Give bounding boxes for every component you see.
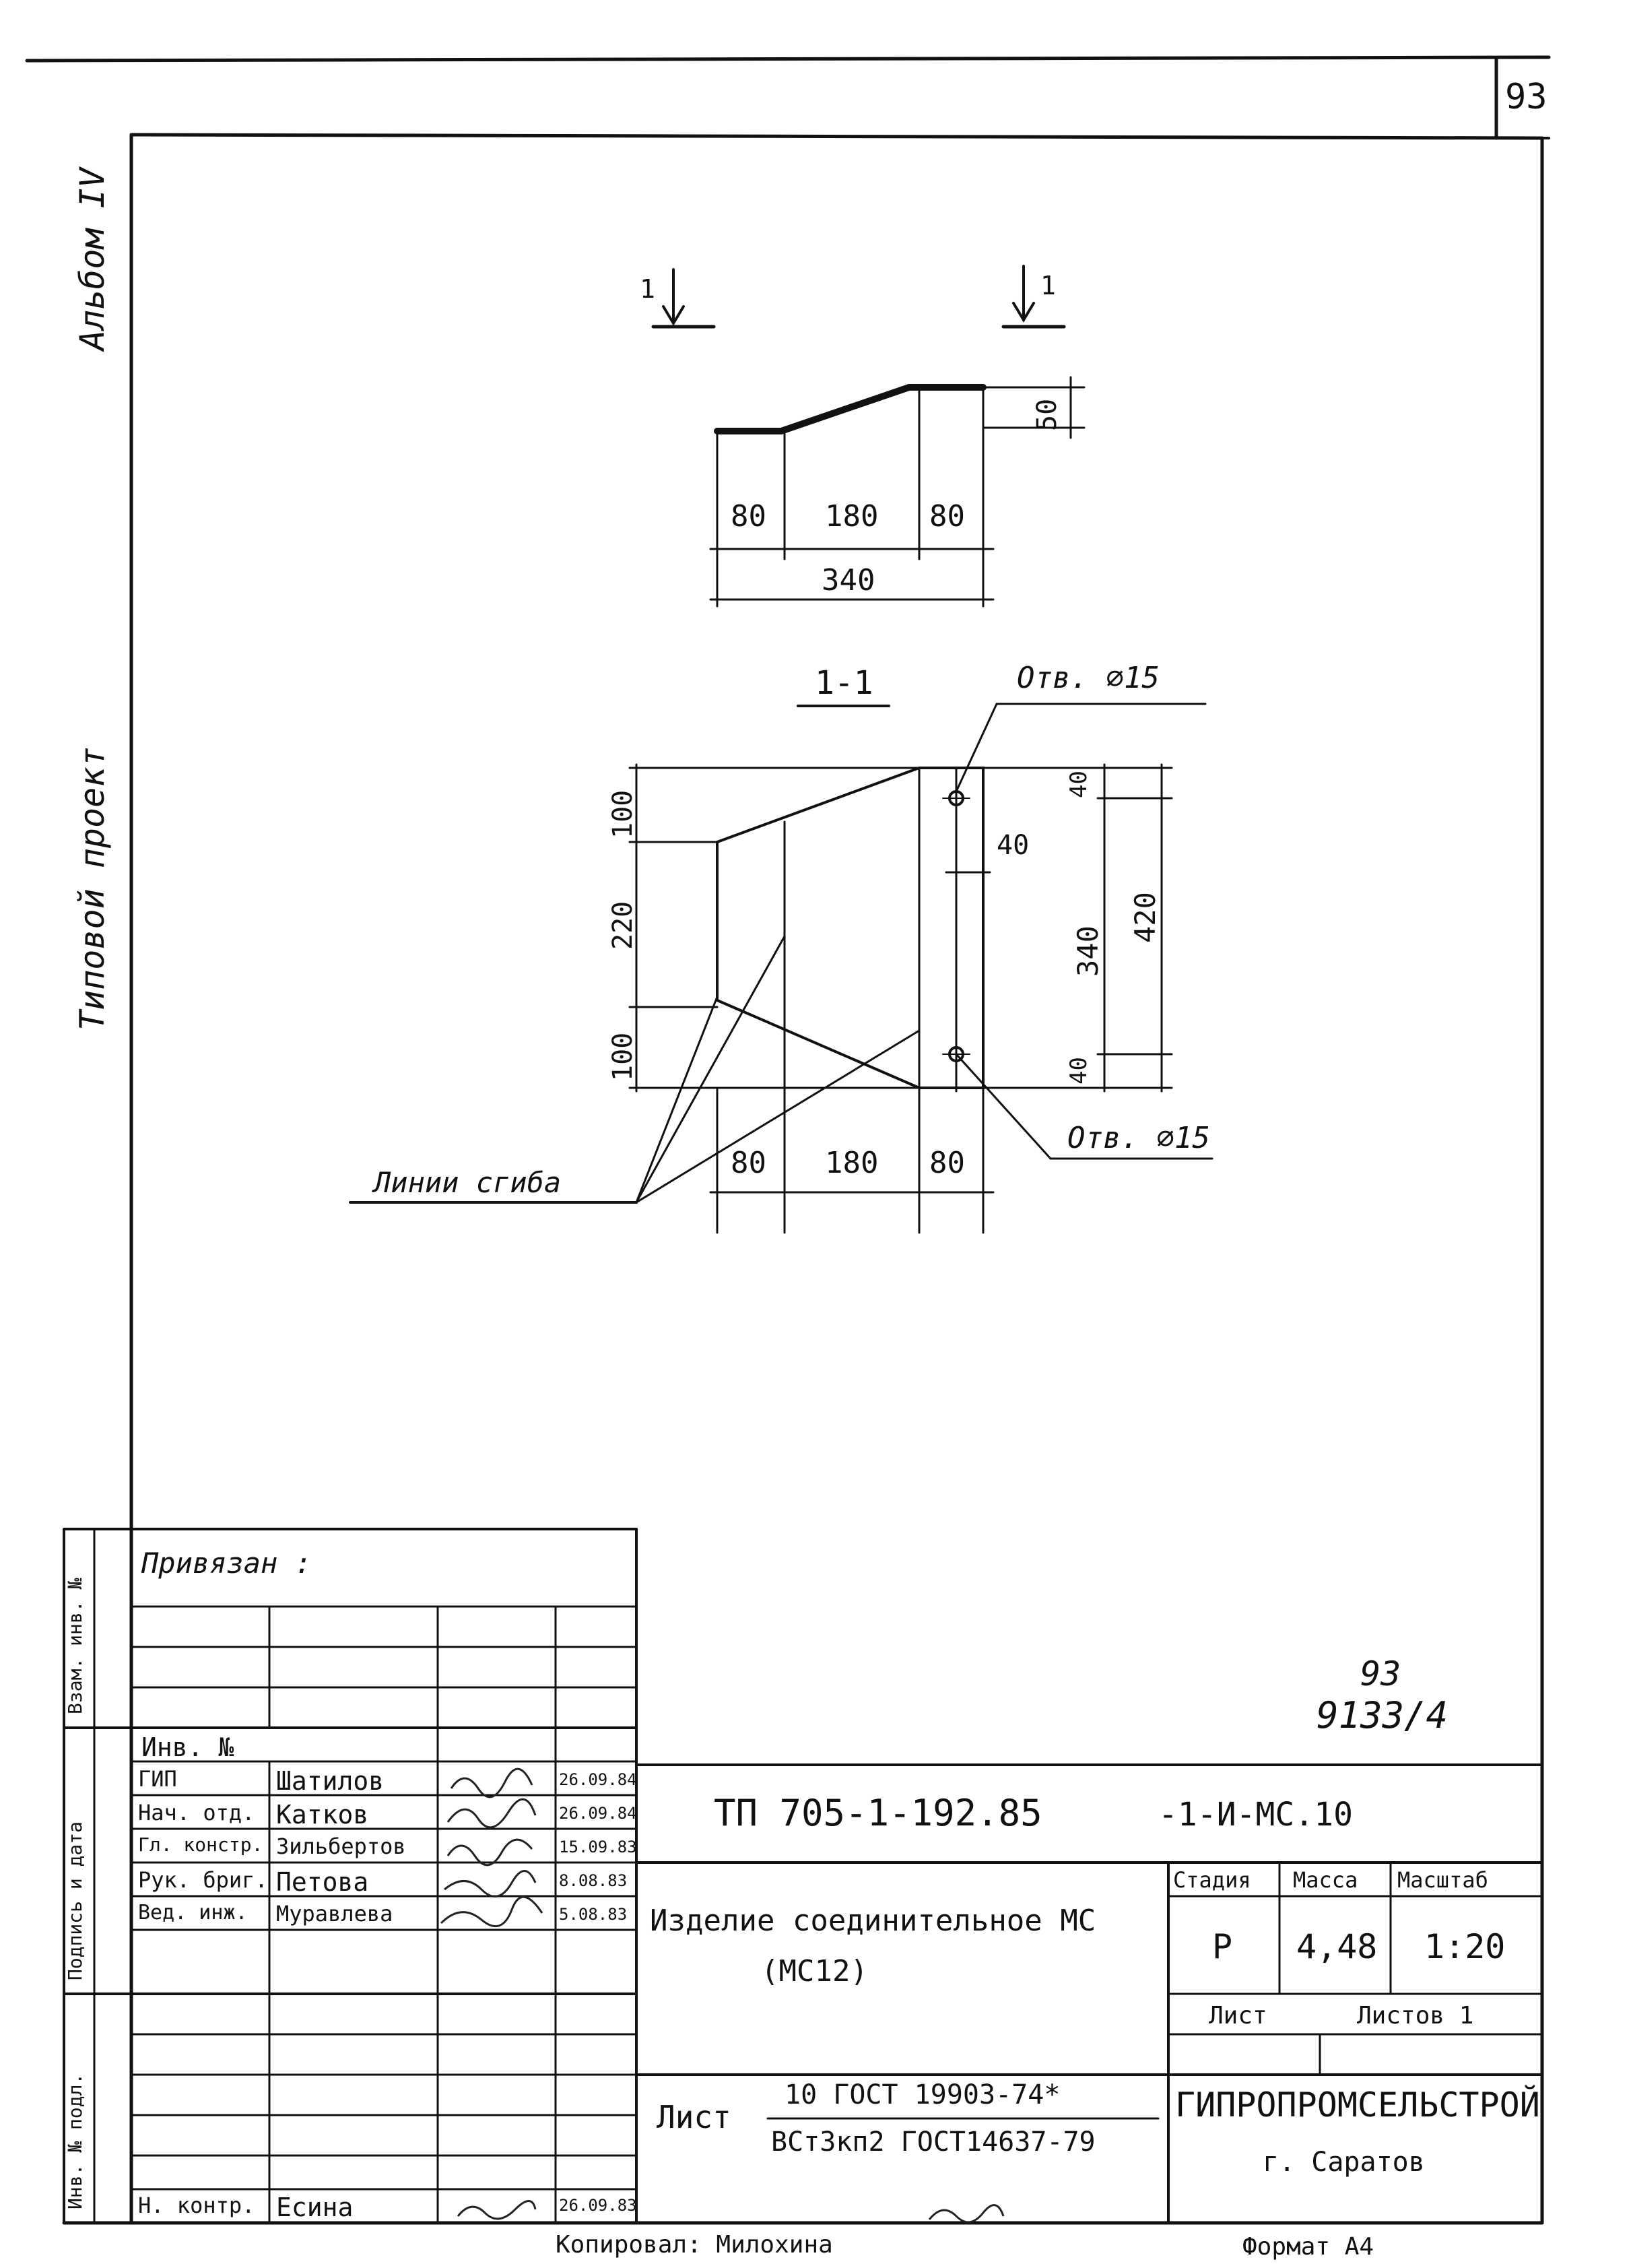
material-bottom: ВСт3кп2 ГОСТ14637-79 — [771, 2127, 1096, 2158]
top-total-dim: 340 — [822, 563, 875, 597]
staff-date-3: 15.09.83 — [559, 1838, 637, 1856]
copied-by: Копировал: Милохина — [556, 2231, 833, 2259]
norm-control-name: Есина — [276, 2193, 354, 2222]
section-mark-right: 1 — [1040, 271, 1056, 300]
doc-code: ТП 705-1-192.85 — [714, 1792, 1042, 1834]
bottom-dim-3: 80 — [929, 1146, 965, 1180]
stage-value: Р — [1212, 1927, 1233, 1966]
staff-name-4: Петова — [276, 1867, 369, 1897]
hole-label-top: Отв. ⌀15 — [1017, 661, 1160, 695]
sheets-count: Листов 1 — [1357, 2002, 1474, 2030]
sheet-label: Лист — [1209, 2002, 1267, 2030]
section-title: 1-1 — [815, 664, 873, 702]
staff-name-1: Шатилов — [276, 1766, 385, 1796]
sheet-ref-bottom: 9133/4 — [1317, 1694, 1449, 1737]
sheet-ref-top: 93 — [1360, 1654, 1401, 1693]
staff-name-3: Зильбертов — [276, 1834, 406, 1859]
staff-name-5: Муравлева — [276, 1901, 393, 1926]
top-dim-1: 80 — [731, 499, 766, 533]
staff-date-2: 26.09.84 — [559, 1804, 637, 1823]
format-label: Формат А4 — [1242, 2233, 1374, 2261]
bottom-dim-1: 80 — [731, 1146, 766, 1180]
sheet-number: 93 — [1505, 77, 1547, 117]
staff-role-3: Гл. констр. — [138, 1834, 263, 1856]
bottom-dim-2: 180 — [825, 1146, 879, 1180]
organization: ГИПРОПРОМСЕЛЬСТРОЙ — [1175, 2085, 1540, 2125]
staff-date-4: 8.08.83 — [559, 1871, 628, 1890]
top-dim-3: 80 — [929, 499, 965, 533]
staff-date-1: 26.09.84 — [559, 1770, 637, 1789]
material-label: Лист — [657, 2099, 731, 2135]
staff-role-4: Рук. бриг. — [138, 1867, 268, 1893]
section-mark-left: 1 — [640, 274, 655, 304]
item-code: (МС12) — [761, 1954, 868, 1988]
material-top: 10 ГОСТ 19903-74* — [785, 2079, 1061, 2110]
bound-label: Привязан : — [141, 1547, 312, 1580]
right-dim-mid: 40 — [997, 830, 1030, 861]
stage-header: Стадия — [1173, 1867, 1251, 1893]
staff-role-5: Вед. инж. — [138, 1901, 248, 1924]
scale-value: 1:20 — [1424, 1927, 1506, 1966]
mass-header: Масса — [1293, 1867, 1358, 1893]
staff-name-2: Катков — [276, 1800, 369, 1829]
norm-control-date: 26.09.83 — [559, 2196, 637, 2215]
city: г. Саратов — [1263, 2147, 1425, 2178]
mass-value: 4,48 — [1296, 1927, 1378, 1966]
staff-role-1: ГИП — [138, 1766, 177, 1792]
item-title: Изделие соединительное МС — [650, 1904, 1096, 1938]
scale-header: Масштаб — [1397, 1867, 1488, 1893]
hole-label-bottom: Отв. ⌀15 — [1067, 1121, 1210, 1155]
top-dim-2: 180 — [825, 499, 879, 533]
staff-date-5: 5.08.83 — [559, 1905, 628, 1924]
inv-label: Инв. № — [141, 1732, 234, 1762]
doc-suffix: -1-И-МС.10 — [1158, 1796, 1353, 1834]
bend-lines-label: Линии сгиба — [374, 1166, 562, 1199]
norm-control-role: Н. контр. — [138, 2193, 255, 2218]
staff-role-2: Нач. отд. — [138, 1800, 255, 1825]
